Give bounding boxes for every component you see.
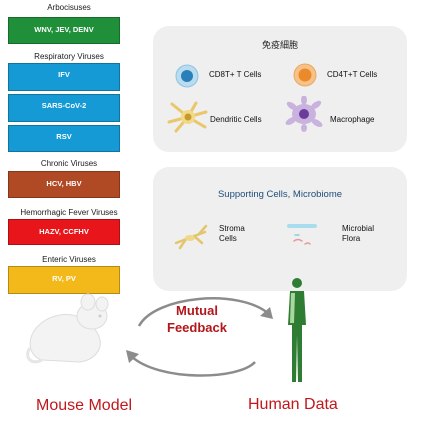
virus-box-label: IFV xyxy=(58,70,70,79)
mouse-icon xyxy=(26,293,109,364)
immune-cells-panel: 免疫細胞 CD8T+ T Cells CD4T+T Cells Dendriti… xyxy=(153,26,407,152)
supporting-panel-title: Supporting Cells, Microbiome xyxy=(217,189,343,200)
feedback-line-2: Feedback xyxy=(167,320,227,335)
virus-box-label: RV, PV xyxy=(52,274,76,283)
stroma-cells-label: Stroma Cells xyxy=(219,224,245,244)
microbial-label-line-1: Microbial xyxy=(342,224,375,233)
virus-box-hemorrhagic: HAZV, CCFHV xyxy=(8,219,120,245)
mutual-feedback-arrows xyxy=(126,297,273,377)
feedback-line-1: Mutual xyxy=(176,303,218,318)
microbial-flora-icon xyxy=(287,224,317,245)
category-title-chronic: Chronic Viruses xyxy=(40,159,98,168)
mutual-feedback-text: Mutual Feedback xyxy=(147,302,247,336)
category-title-respiratory: Respiratory Viruses xyxy=(34,52,104,61)
category-title-arboviruses: Arbocisuses xyxy=(47,3,91,12)
virus-box-rsv: RSV xyxy=(8,125,120,152)
cd8-t-cell-icon xyxy=(175,64,199,88)
mouse-model-label: Mouse Model xyxy=(36,397,133,414)
cd4-t-cell-label: CD4T+T Cells xyxy=(327,70,378,79)
stroma-label-line-1: Stroma xyxy=(219,224,245,233)
stroma-cell-icon xyxy=(174,224,208,250)
macrophage-label: Macrophage xyxy=(330,115,375,124)
virus-box-label: WNV, JEV, DENV xyxy=(34,25,94,34)
cd8-t-cell-label: CD8T+ T Cells xyxy=(209,70,262,79)
dendritic-cell-label: Dendritic Cells xyxy=(210,115,262,124)
virus-box-label: SARS-CoV-2 xyxy=(41,101,87,110)
supporting-cells-panel: Supporting Cells, Microbiome Stroma Cell… xyxy=(153,167,407,291)
cd4-t-cell-icon xyxy=(293,63,317,87)
virus-box-ifv: IFV xyxy=(8,63,120,91)
macrophage-icon xyxy=(285,96,323,132)
category-title-hemorrhagic: Hemorrhagic Fever Viruses xyxy=(20,208,118,217)
virus-box-label: HCV, HBV xyxy=(46,179,82,188)
virus-box-sars-cov-2: SARS-CoV-2 xyxy=(8,94,120,122)
virus-box-enteric: RV, PV xyxy=(8,266,120,294)
human-data-label: Human Data xyxy=(248,396,338,413)
virus-box-label: RSV xyxy=(56,132,72,141)
category-title-enteric: Enteric Viruses xyxy=(42,255,96,264)
stroma-label-line-2: Cells xyxy=(219,234,237,243)
microbial-label-line-2: Flora xyxy=(342,234,361,243)
human-figure-icon xyxy=(288,278,306,382)
virus-box-label: HAZV, CCFHV xyxy=(39,227,89,236)
immune-panel-title: 免疫細胞 xyxy=(261,40,298,50)
microbial-flora-label: Microbial Flora xyxy=(342,224,374,244)
virus-box-arboviruses: WNV, JEV, DENV xyxy=(8,17,120,44)
virus-box-chronic: HCV, HBV xyxy=(8,171,120,198)
dendritic-cell-icon xyxy=(167,101,208,133)
